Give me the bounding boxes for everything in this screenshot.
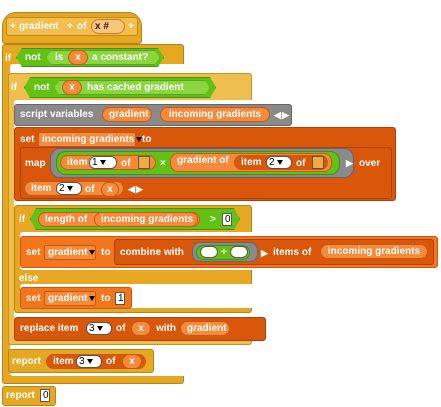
to-label: to xyxy=(101,247,111,258)
var-gradient[interactable]: gradient xyxy=(102,107,152,122)
times-label: × xyxy=(160,158,166,169)
dropdown-arrow-icon xyxy=(66,185,73,191)
to-label: to xyxy=(101,293,111,304)
index-1[interactable]: 1 xyxy=(89,156,117,169)
has-cached-label: has cached gradient xyxy=(87,82,184,93)
list-icon[interactable] xyxy=(138,156,150,169)
report-label: report xyxy=(12,356,41,367)
if-label: if xyxy=(5,53,12,64)
of-label: of xyxy=(121,158,131,169)
plus-label: + xyxy=(221,247,227,258)
over-label: over xyxy=(359,158,381,169)
var-gradient[interactable]: gradient xyxy=(180,321,230,336)
block-name-of: of xyxy=(77,21,87,32)
not-label: not xyxy=(34,82,50,93)
gt-label: > xyxy=(210,214,216,225)
var-incoming-gradients[interactable]: incoming gradients xyxy=(320,244,428,259)
a-constant-label: a constant? xyxy=(92,52,149,63)
var-x[interactable]: x xyxy=(68,50,88,65)
plus-sign: + xyxy=(67,21,73,32)
var-dropdown-gradient[interactable]: gradient xyxy=(44,291,96,306)
number-1[interactable]: 1 xyxy=(115,292,125,305)
dropdown-arrow-icon xyxy=(136,136,143,142)
empty-slot[interactable] xyxy=(230,246,248,258)
var-x[interactable]: x xyxy=(62,80,82,95)
else-label: else xyxy=(19,273,39,284)
arrow-right-icon[interactable]: ▶ xyxy=(136,184,143,194)
set-label: set xyxy=(26,293,41,304)
param-x[interactable]: x # xyxy=(91,19,125,34)
dropdown-arrow-icon xyxy=(89,295,96,301)
dropdown-arrow-icon xyxy=(89,249,96,255)
arrow-right-icon[interactable]: ▶ xyxy=(282,110,289,120)
of-label: of xyxy=(116,323,126,334)
if-label: if xyxy=(11,82,18,93)
of-label: of xyxy=(106,356,116,367)
dropdown-arrow-icon xyxy=(96,325,103,331)
of-label: of xyxy=(85,184,95,195)
script-variables-label: script variables xyxy=(20,109,94,120)
var-x[interactable]: x xyxy=(122,354,142,369)
var-x[interactable]: x xyxy=(131,321,151,336)
to-label: to xyxy=(142,134,152,145)
var-x[interactable]: x xyxy=(101,182,119,197)
not-label: not xyxy=(25,52,41,63)
index-3[interactable]: 3 xyxy=(76,355,102,368)
combine-with-label: combine with xyxy=(120,247,184,258)
has-cached-gradient-block[interactable] xyxy=(54,80,210,95)
index-2[interactable]: 2 xyxy=(266,156,292,169)
with-label: with xyxy=(156,323,176,334)
plus-sign: + xyxy=(128,21,134,32)
if-label: if xyxy=(19,214,26,225)
of-label: of xyxy=(296,158,306,169)
var-dropdown-gradient[interactable]: gradient xyxy=(44,245,96,260)
replace-item-label: replace item xyxy=(20,323,79,334)
list-icon[interactable] xyxy=(312,156,324,169)
arrow-left-icon[interactable]: ◀ xyxy=(274,110,281,120)
empty-slot[interactable] xyxy=(200,246,218,258)
plus-sign: + xyxy=(10,21,16,32)
var-incoming-gradients[interactable]: incoming gradients xyxy=(160,107,270,122)
var-dropdown-incoming-gradients[interactable]: incoming gradients xyxy=(38,132,143,147)
custom-block-prototype[interactable]: + gradient + of x # + xyxy=(6,17,138,36)
items-of-label: items of xyxy=(273,247,312,258)
is-label: is xyxy=(55,52,64,63)
arrow-left-icon[interactable]: ◀ xyxy=(128,184,135,194)
number-0[interactable]: 0 xyxy=(222,213,232,226)
block-name-gradient: gradient xyxy=(19,21,59,32)
index-2[interactable]: 2 xyxy=(56,182,82,195)
number-0[interactable]: 0 xyxy=(40,389,50,402)
dropdown-arrow-icon xyxy=(276,159,283,165)
index-3[interactable]: 3 xyxy=(86,322,112,335)
set-label: set xyxy=(26,247,41,258)
set-label: set xyxy=(20,134,35,145)
var-incoming-gradients[interactable]: incoming gradients xyxy=(94,212,198,227)
arrow-right-icon[interactable]: ▶ xyxy=(261,248,268,258)
map-label: map xyxy=(25,158,46,169)
arrow-right-icon[interactable]: ▶ xyxy=(346,158,353,168)
dropdown-arrow-icon xyxy=(86,358,93,364)
report-label: report xyxy=(6,390,35,401)
dropdown-arrow-icon xyxy=(99,159,106,165)
